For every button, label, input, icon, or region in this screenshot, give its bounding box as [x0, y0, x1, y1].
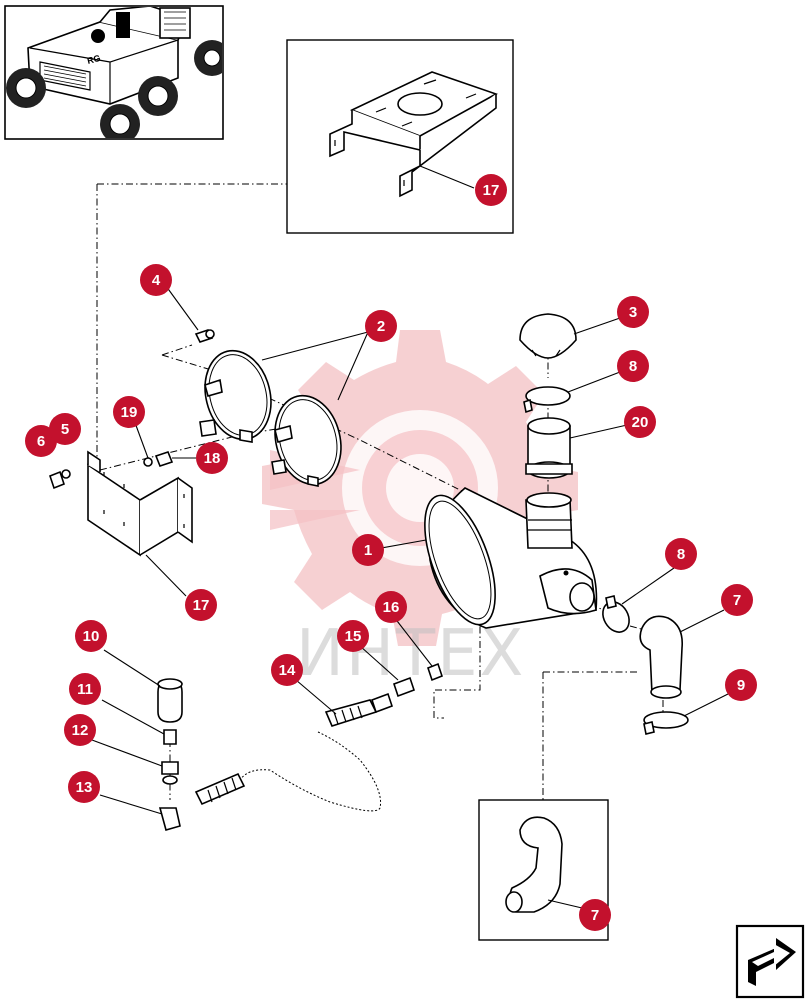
callout-badge — [185, 589, 217, 621]
callout-badge — [721, 584, 753, 616]
callout-number: 12 — [72, 722, 89, 739]
callout-number: 7 — [733, 592, 741, 609]
elbow-detail-box — [478, 799, 609, 941]
callout-5: 5 — [49, 413, 81, 445]
callout-18: 18 — [196, 442, 228, 474]
callout-badge — [75, 620, 107, 652]
svg-text:RG: RG — [86, 53, 102, 66]
hose-lower — [194, 772, 246, 806]
clamp-band-right — [271, 394, 342, 487]
callout-badge — [196, 442, 228, 474]
fitting-12 — [161, 761, 179, 785]
callout-17: 17 — [475, 174, 507, 206]
callout-9: 9 — [725, 669, 757, 701]
callout-number: 9 — [737, 677, 745, 694]
adapter-11 — [163, 729, 177, 745]
callout-8: 8 — [665, 538, 697, 570]
callout-badge — [725, 669, 757, 701]
callout-number: 3 — [629, 304, 637, 321]
arrow-right-icon — [748, 938, 796, 986]
precleaner-tube — [525, 417, 573, 479]
callout-badge — [49, 413, 81, 445]
callout-15: 15 — [337, 620, 369, 652]
callout-number: 4 — [152, 272, 161, 289]
hose-14 — [324, 692, 394, 727]
callout-12: 12 — [64, 714, 96, 746]
callout-20: 20 — [624, 406, 656, 438]
elbow-13 — [158, 807, 181, 831]
callout-10: 10 — [75, 620, 107, 652]
callout-number: 5 — [61, 421, 69, 438]
callout-3: 3 — [617, 296, 649, 328]
callout-1: 1 — [352, 534, 384, 566]
callout-badge — [113, 396, 145, 428]
callout-badge — [69, 673, 101, 705]
callout-badge — [271, 654, 303, 686]
callout-badge — [665, 538, 697, 570]
fitting-16 — [427, 662, 443, 682]
callout-13: 13 — [68, 771, 100, 803]
hose-clamp-right — [602, 595, 630, 633]
callout-17: 17 — [185, 589, 217, 621]
callout-number: 17 — [483, 182, 500, 199]
callout-number: 18 — [204, 450, 221, 467]
callout-badge — [68, 771, 100, 803]
callout-number: 2 — [377, 318, 385, 335]
callout-badge — [617, 296, 649, 328]
callout-number: 16 — [383, 599, 400, 616]
callout-number: 7 — [591, 907, 599, 924]
callout-badge — [140, 264, 172, 296]
callout-badge — [375, 591, 407, 623]
callout-7: 7 — [579, 899, 611, 931]
callout-number: 10 — [83, 628, 100, 645]
callout-2: 2 — [365, 310, 397, 342]
fasteners-5-6-18-19 — [49, 451, 174, 490]
air-cleaner-housing — [424, 487, 598, 629]
callout-number: 11 — [77, 681, 93, 698]
callout-19: 19 — [113, 396, 145, 428]
elbow-hose — [639, 615, 684, 699]
callout-16: 16 — [375, 591, 407, 623]
callout-badge — [337, 620, 369, 652]
service-indicator-10 — [157, 678, 183, 723]
callout-11: 11 — [69, 673, 101, 705]
callout-number: 17 — [193, 597, 210, 614]
bracket-detail-box — [286, 39, 514, 234]
fitting-15 — [392, 676, 416, 698]
callout-number: 19 — [121, 404, 138, 421]
callout-number: 20 — [632, 414, 649, 431]
callout-badge — [352, 534, 384, 566]
bolt-4 — [194, 329, 215, 343]
machine-thumbnail: RG — [4, 5, 224, 140]
callout-badge — [624, 406, 656, 438]
callout-7: 7 — [721, 584, 753, 616]
callout-4: 4 — [140, 264, 172, 296]
hose-clamp-9 — [643, 711, 689, 735]
hose-clamp-upper — [523, 386, 571, 414]
wheel-icon — [6, 40, 222, 138]
bracket-lower — [87, 450, 193, 557]
callout-number: 13 — [76, 779, 93, 796]
callout-number: 1 — [364, 542, 372, 559]
callout-badge — [617, 350, 649, 382]
callout-number: 14 — [279, 662, 296, 679]
callout-number: 8 — [677, 546, 685, 563]
rain-cap — [519, 313, 577, 359]
callout-badge — [579, 899, 611, 931]
callout-badge — [25, 425, 57, 457]
callout-8: 8 — [617, 350, 649, 382]
callout-badge — [64, 714, 96, 746]
leader-lines — [91, 165, 729, 909]
callout-badge — [365, 310, 397, 342]
callout-14: 14 — [271, 654, 303, 686]
callout-number: 8 — [629, 358, 637, 375]
next-page-button[interactable] — [735, 924, 805, 999]
callout-6: 6 — [25, 425, 57, 457]
callout-number: 6 — [37, 433, 45, 450]
callout-number: 15 — [345, 628, 362, 645]
callout-badge — [475, 174, 507, 206]
clamp-band-left — [199, 349, 272, 443]
